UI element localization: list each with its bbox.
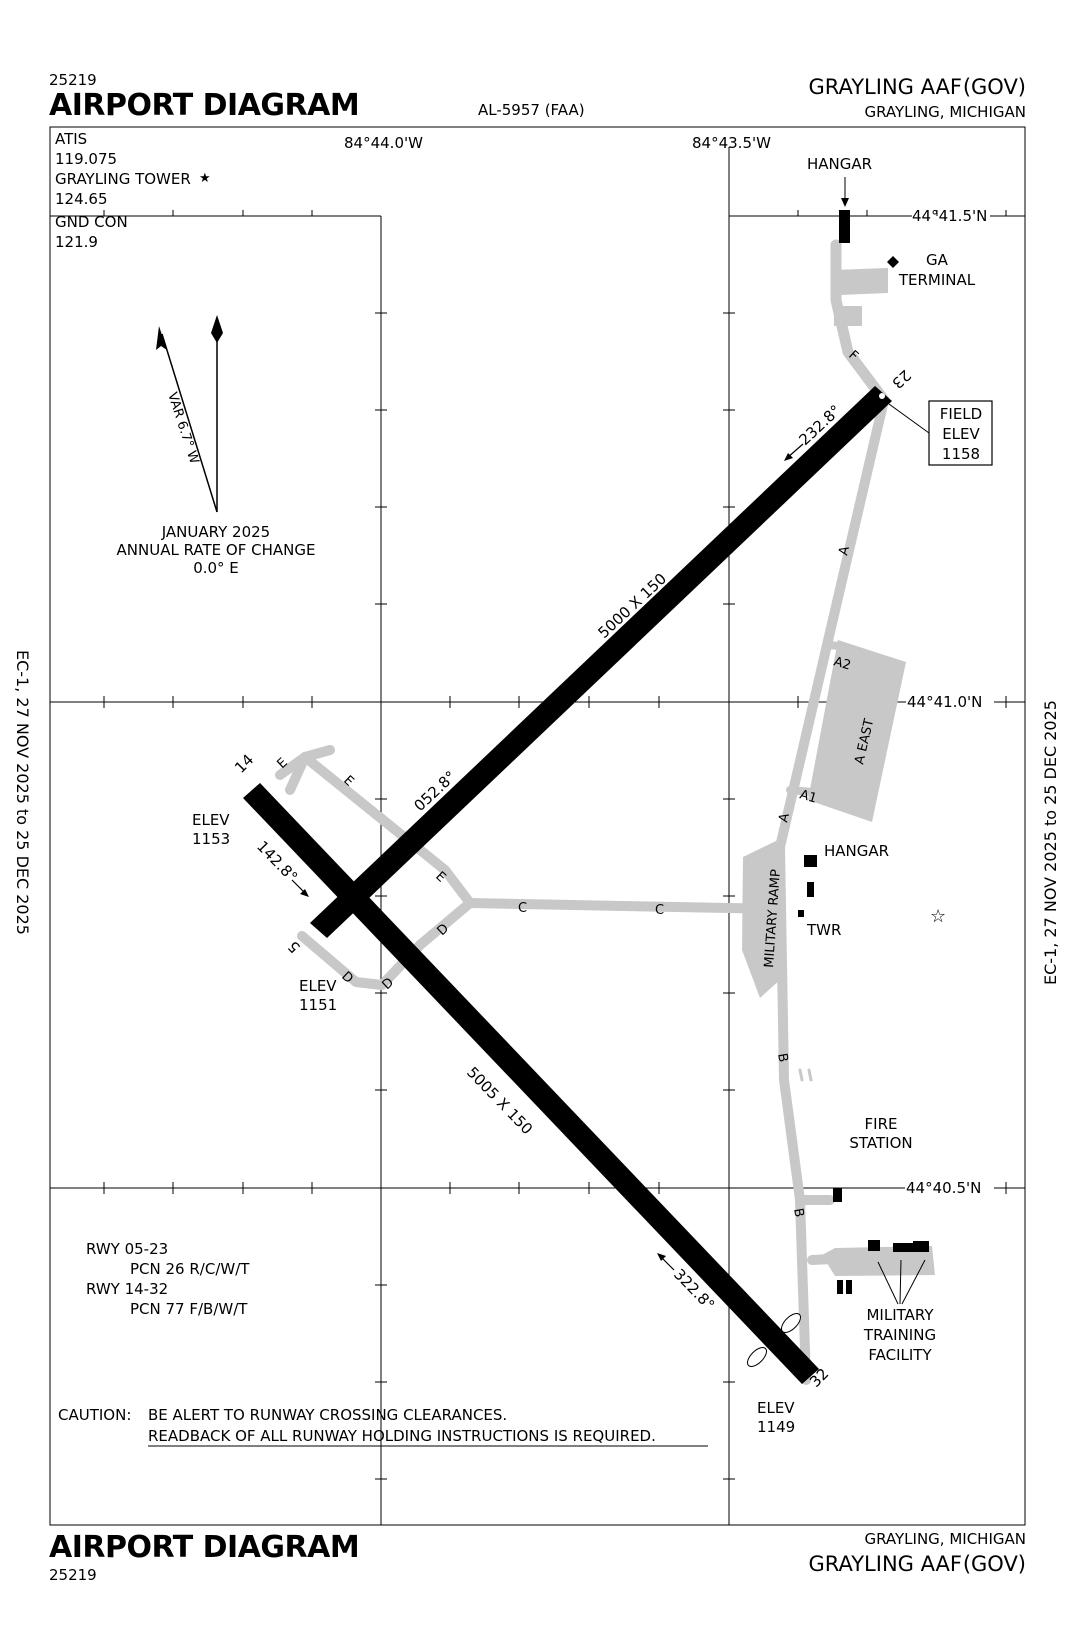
runway-5-elevation: 1151 (299, 996, 337, 1014)
mtf-pointer-icon (877, 1259, 926, 1305)
effective-date-left: EC-1, 27 NOV 2025 to 25 DEC 2025 (13, 650, 32, 935)
caution-line2: READBACK OF ALL RUNWAY HOLDING INSTRUCTI… (148, 1427, 656, 1445)
tower-label: TWR (806, 921, 841, 939)
beacon-star-icon: ☆ (930, 906, 946, 927)
military-ramp-label: MILITARY RAMP (762, 869, 784, 969)
ga-terminal-line1: GA (926, 251, 949, 269)
taxiway-label-a-north: A (836, 545, 853, 557)
variation-label: VAR 6.7° W (164, 391, 201, 466)
ground-control-label: GND CON (55, 213, 128, 231)
field-elevation-point (879, 393, 885, 399)
tower-frequency: 124.65 (55, 190, 108, 208)
fire-station-line2: STATION (849, 1134, 912, 1152)
procedure-number-top: 25219 (49, 71, 97, 89)
city-state-top: GRAYLING, MICHIGAN (864, 103, 1026, 121)
effective-date-right: EC-1, 27 NOV 2025 to 25 DEC 2025 (1041, 700, 1060, 985)
atis-frequency: 119.075 (55, 150, 117, 168)
field-elev-line2: ELEV (942, 425, 980, 443)
grid-ticks (103, 210, 1007, 1480)
military-ramp (742, 840, 782, 998)
airport-name-top: GRAYLING AAF (808, 75, 962, 99)
field-elev-value: 1158 (942, 445, 980, 463)
al-number: AL-5957 (FAA) (478, 101, 585, 119)
annual-rate-label: ANNUAL RATE OF CHANGE (117, 541, 316, 559)
mtf-ramp (822, 1246, 935, 1276)
runway-32-elev-label: ELEV (757, 1399, 795, 1417)
runway-5-elev-label: ELEV (299, 977, 337, 995)
military-training-buildings (837, 1240, 929, 1294)
field-elev-line1: FIELD (940, 405, 982, 423)
taxiway-label-a1: A1 (798, 787, 819, 806)
ga-terminal-diamond-icon (887, 256, 899, 268)
pcn-value-a: PCN 26 R/C/W/T (130, 1260, 250, 1278)
runway-32-elevation: 1149 (757, 1418, 795, 1436)
mtf-line3: FACILITY (868, 1346, 932, 1364)
fire-station-building (833, 1188, 842, 1202)
field-elevation-box (928, 400, 993, 466)
mtf-line2: TRAINING (863, 1326, 936, 1344)
pcn-value-b: PCN 77 F/B/W/T (130, 1300, 248, 1318)
diagram-title-bottom: AIRPORT DIAGRAM (49, 1530, 359, 1565)
tower-label: GRAYLING TOWER (55, 170, 191, 188)
latitude-label-3: 44°40.5'N (906, 1179, 981, 1197)
annual-rate-value: 0.0° E (193, 559, 239, 577)
taxiway-label-b-south: B (790, 1207, 806, 1218)
diagram-title-top: AIRPORT DIAGRAM (49, 88, 359, 123)
airport-id-top: (GOV) (963, 75, 1026, 99)
hangar-pointer-icon (841, 198, 849, 207)
hangar-north-building (839, 210, 850, 243)
mtf-line1: MILITARY (866, 1306, 934, 1324)
city-state-bottom: GRAYLING, MICHIGAN (864, 1530, 1026, 1548)
caution-label: CAUTION: (58, 1406, 131, 1424)
airport-id-bottom: (GOV) (963, 1552, 1026, 1576)
caution-line1: BE ALERT TO RUNWAY CROSSING CLEARANCES. (148, 1406, 507, 1424)
runway-14-number: 14 (231, 751, 257, 777)
taxiway-c-e (275, 752, 785, 914)
approach-lights-icon (747, 1313, 801, 1367)
tower-star-icon: ★ (199, 171, 211, 186)
airport-name-bottom: GRAYLING AAF (808, 1552, 962, 1576)
pcn-runway-b: RWY 14-32 (86, 1280, 168, 1298)
taxiway-label-a-south: A (776, 812, 793, 824)
military-building (807, 882, 814, 897)
latitude-label-1: 44°41.5'N (912, 207, 987, 225)
hangar-north-label: HANGAR (807, 155, 872, 173)
taxiway-label-a2: A2 (832, 654, 853, 673)
military-hangar-label: HANGAR (824, 842, 889, 860)
latitude-label-2: 44°41.0'N (907, 693, 982, 711)
taxiway-label-c-east: C (655, 903, 664, 918)
runway-14-elev-label: ELEV (192, 811, 230, 829)
taxiway-a (775, 395, 889, 1385)
fire-station-line1: FIRE (865, 1115, 898, 1133)
taxiway-network (275, 239, 935, 1385)
runway-05-23 (310, 386, 892, 938)
ground-control-frequency: 121.9 (55, 233, 98, 251)
ga-ramp (833, 268, 888, 295)
military-hangar-building (804, 855, 817, 867)
magnetic-north-arrow-icon (156, 315, 223, 513)
longitude-label-2: 84°43.5'W (692, 134, 771, 152)
a-east-ramp (808, 640, 906, 822)
taxiway-label-b-north: B (774, 1052, 790, 1063)
atis-label: ATIS (55, 130, 87, 148)
taxiway-d (297, 898, 475, 990)
taxiway-label-c-west: C (518, 901, 527, 916)
hangar-apron (834, 306, 862, 326)
diagram-frame (49, 126, 1026, 1526)
runway-14-elevation: 1153 (192, 830, 230, 848)
ga-terminal-line2: TERMINAL (898, 271, 976, 289)
procedure-number-bottom: 25219 (49, 1566, 97, 1584)
magnetic-date: JANUARY 2025 (161, 523, 270, 541)
tower-building (798, 910, 804, 917)
runway-14-32 (243, 783, 819, 1384)
longitude-label-1: 84°44.0'W (344, 134, 423, 152)
runway-23-number: 23 (888, 366, 914, 392)
pcn-runway-a: RWY 05-23 (86, 1240, 168, 1258)
